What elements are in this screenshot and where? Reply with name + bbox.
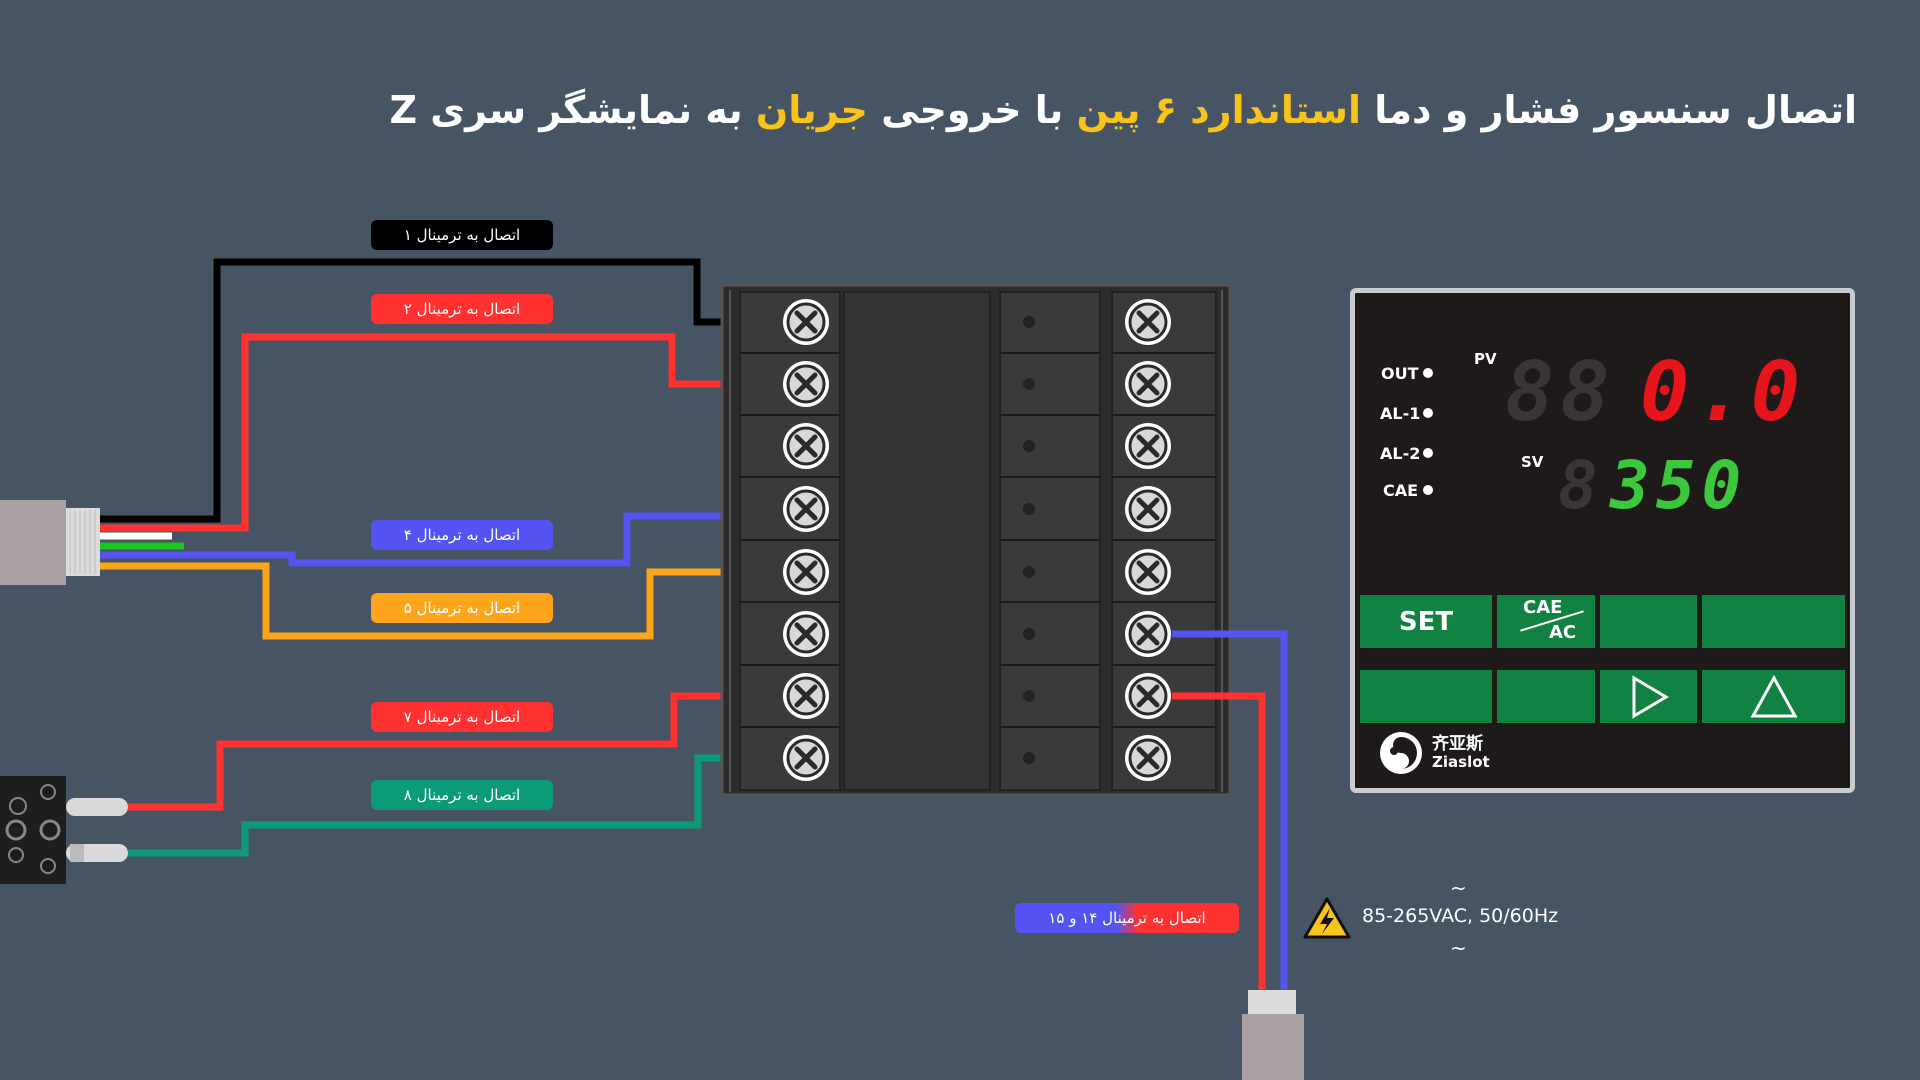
blank-button-1[interactable] — [1600, 595, 1697, 648]
title-highlight: استاندارد ۶ پین — [1076, 88, 1361, 132]
blank-button-2[interactable] — [1702, 595, 1845, 648]
screw-icon — [1125, 611, 1171, 657]
wire-black — [100, 258, 790, 523]
title-highlight: جریان — [755, 88, 868, 132]
screw-icon — [783, 735, 829, 781]
ac-label: AC — [1549, 622, 1577, 643]
tilde-top: ~ — [1450, 876, 1467, 900]
sensor-cable-end — [66, 508, 100, 576]
tilde-bottom: ~ — [1450, 936, 1467, 960]
sv-display: 350 — [1610, 447, 1748, 524]
label-terminal-5: اتصال به ترمینال ۵ — [371, 593, 553, 623]
shift-button[interactable] — [1600, 670, 1697, 723]
screw-icon — [1125, 735, 1171, 781]
screw-icon — [1125, 673, 1171, 719]
sv-ghost-digit: 8 — [1558, 447, 1604, 524]
screw-icon — [783, 673, 829, 719]
wire-red-lower — [128, 692, 790, 811]
title-part: اتصال سنسور فشار و دما — [1361, 88, 1857, 132]
wire-blue-power — [1172, 630, 1288, 995]
screw-icon — [1125, 361, 1171, 407]
label-terminal-8: اتصال به ترمینال ۸ — [371, 780, 553, 810]
play-triangle-icon — [1632, 674, 1669, 719]
power-cable-end — [1248, 990, 1296, 1014]
screw-icon — [1125, 423, 1171, 469]
set-button[interactable]: SET — [1360, 595, 1492, 648]
indicator-al2-led — [1423, 448, 1433, 458]
title-part: به نمایشگر سری Z — [389, 88, 756, 132]
screw-icon — [783, 611, 829, 657]
page-title: اتصال سنسور فشار و دما استاندارد ۶ پین ب… — [390, 88, 1857, 132]
screw-icon — [783, 549, 829, 595]
power-cable-sleeve — [1242, 1014, 1304, 1080]
screw-terminals — [783, 299, 1171, 781]
label-terminal-1: اتصال به ترمینال ۱ — [371, 220, 553, 250]
blank-button-3[interactable] — [1360, 670, 1492, 723]
screw-icon — [1125, 299, 1171, 345]
terminal-block — [720, 283, 1232, 797]
screw-icon — [1125, 549, 1171, 595]
brand-logo: 齐亚斯 Ziaslot — [1378, 730, 1490, 776]
indicator-cae: CAE — [1383, 481, 1419, 500]
sensor-connector-block — [0, 776, 66, 884]
wire-red-power — [1172, 692, 1266, 995]
high-voltage-warning-icon — [1303, 897, 1351, 939]
wire-orange — [100, 562, 790, 640]
sensor-cable-sleeve — [0, 500, 66, 585]
label-terminal-14-15: اتصال به ترمینال ۱۴ و ۱۵ — [1015, 903, 1239, 933]
wire-blue — [100, 512, 790, 567]
blank-button-4[interactable] — [1497, 670, 1595, 723]
indicator-out-led — [1423, 368, 1433, 378]
brand-latin: Ziaslot — [1432, 753, 1490, 771]
voltage-spec: 85-265VAC, 50/60Hz — [1362, 905, 1559, 927]
screw-icon — [783, 361, 829, 407]
label-terminal-7: اتصال به ترمینال ۷ — [371, 702, 553, 732]
wire-red — [100, 333, 790, 532]
cae-ac-button[interactable]: CAE AC — [1497, 595, 1595, 648]
screw-icon — [783, 299, 829, 345]
label-terminal-2: اتصال به ترمینال ۲ — [371, 294, 553, 324]
wire-teal-lower — [128, 754, 790, 857]
up-button[interactable] — [1702, 670, 1845, 723]
indicator-al2: AL-2 — [1380, 444, 1421, 463]
indicator-out: OUT — [1381, 364, 1419, 383]
sv-label: SV — [1521, 453, 1544, 471]
screw-icon — [783, 486, 829, 532]
indicator-cae-led — [1423, 485, 1433, 495]
brand-chinese: 齐亚斯 — [1432, 734, 1483, 754]
cae-label: CAE — [1523, 597, 1563, 618]
title-part: با خروجی — [867, 88, 1077, 132]
label-terminal-4: اتصال به ترمینال ۴ — [371, 520, 553, 550]
indicator-al1-led — [1423, 408, 1433, 418]
screw-icon — [1125, 486, 1171, 532]
pv-display: 0.0 — [1640, 345, 1807, 440]
pv-label: PV — [1474, 350, 1497, 368]
pv-ghost-digits: 88 — [1505, 345, 1616, 440]
indicator-al1: AL-1 — [1380, 404, 1421, 423]
screw-icon — [783, 423, 829, 469]
pin-upper — [66, 798, 128, 816]
up-triangle-icon — [1749, 674, 1798, 717]
swirl-logo-icon — [1380, 732, 1422, 774]
